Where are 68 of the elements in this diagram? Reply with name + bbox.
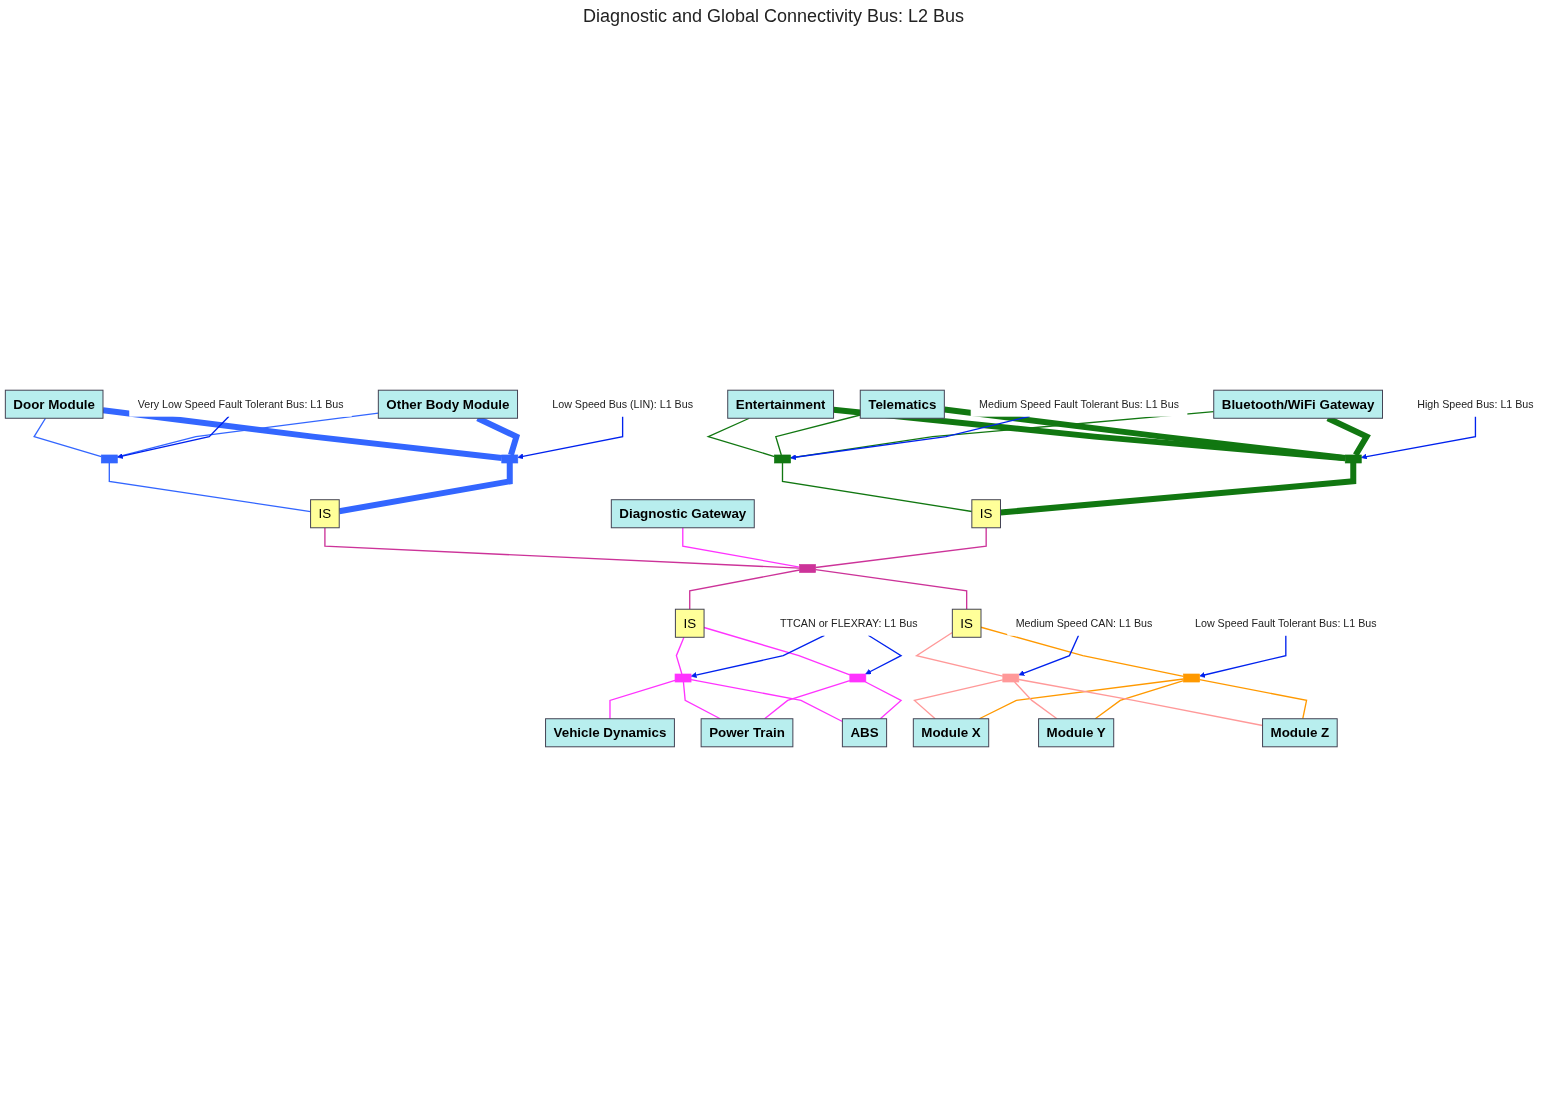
arrow: [517, 415, 624, 460]
arrow: [117, 415, 230, 459]
connector: [1000, 463, 1357, 516]
node-box: IS: [674, 608, 705, 638]
node-bar: [501, 454, 519, 464]
node-box: Telematics: [859, 389, 945, 419]
connector: [781, 462, 973, 513]
node-box: IS: [951, 608, 982, 638]
connector: [814, 568, 968, 610]
node-text: High Speed Bus: L1 Bus: [1417, 398, 1534, 410]
node-box: IS: [971, 499, 1001, 529]
connector: [763, 679, 851, 720]
connector: [690, 678, 844, 723]
connector: [675, 636, 685, 675]
node-box: Module Y: [1038, 718, 1115, 748]
node-bar: [1002, 673, 1020, 683]
node-box: ABS: [841, 718, 888, 748]
arrow: [1361, 415, 1477, 460]
connector: [1013, 681, 1058, 720]
connector: [338, 463, 513, 515]
connector: [980, 626, 1185, 678]
connector: [682, 527, 801, 568]
node-bar: [799, 564, 816, 573]
connector: [116, 412, 379, 458]
connector: [814, 527, 987, 569]
node-bar: [100, 454, 118, 464]
node-text: Medium Speed CAN: L1 Bus: [1015, 617, 1153, 629]
connector: [703, 626, 851, 676]
arrow: [865, 634, 903, 675]
connector: [682, 681, 721, 720]
connector: [1198, 678, 1308, 720]
node-box: Bluetooth/WiFi Gateway: [1213, 389, 1383, 419]
node-bar: [1344, 454, 1362, 464]
arrow: [1018, 634, 1080, 676]
connector: [33, 417, 102, 458]
connector: [774, 414, 861, 456]
arrow: [1199, 634, 1287, 678]
node-box: Door Module: [4, 389, 104, 419]
node-box: Module X: [912, 718, 990, 748]
connector: [324, 527, 801, 569]
connector: [108, 462, 312, 513]
connector: [914, 631, 1004, 677]
connector: [1018, 678, 1264, 727]
node-bar: [1183, 673, 1200, 683]
node-box: Power Train: [700, 718, 794, 748]
arrow: [690, 634, 826, 678]
node-box: Diagnostic Gateway: [610, 499, 755, 529]
connector: [609, 679, 676, 720]
connector: [978, 678, 1185, 720]
node-box: IS: [310, 499, 340, 529]
node-box: Other Body Module: [377, 389, 519, 419]
connector: [789, 411, 1215, 459]
node-box: Module Z: [1262, 718, 1338, 748]
node-text: Low Speed Fault Tolerant Bus: L1 Bus: [1195, 617, 1377, 629]
bus-label: Diagnostic and Global Connectivity Bus: L2 Bus: [582, 6, 965, 27]
node-bar: [849, 673, 867, 683]
connector: [943, 406, 1346, 462]
node-text: TTCAN or FLEXRAY: L1 Bus: [780, 617, 918, 629]
connector: [1094, 679, 1185, 720]
node-bar: [674, 673, 692, 683]
connector: [913, 679, 1004, 720]
node-text: Low Speed Bus (LIN): L1 Bus: [552, 398, 693, 410]
connector: [833, 406, 1346, 462]
node-bar: [774, 454, 791, 464]
node-box: Entertainment: [727, 389, 835, 419]
connector: [102, 407, 503, 462]
connector: [689, 569, 801, 610]
node-box: Vehicle Dynamics: [545, 718, 675, 748]
